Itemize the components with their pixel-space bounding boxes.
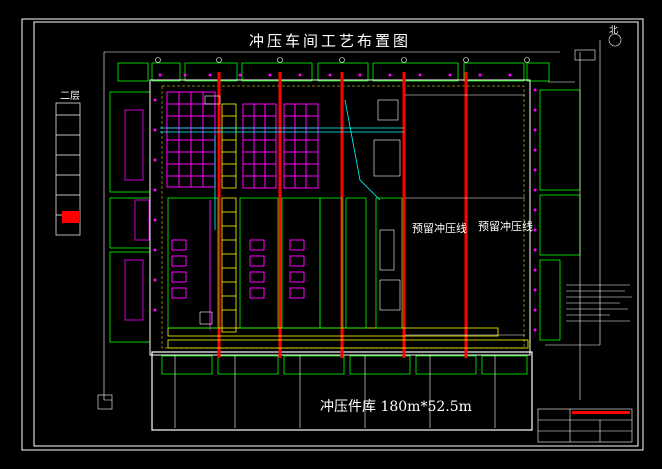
title-block-red-line	[572, 411, 630, 414]
drawing-title: 冲压车间工艺布置图	[248, 32, 411, 50]
notes-block	[566, 284, 632, 322]
gate-south	[97, 394, 113, 410]
second-floor-plan	[55, 102, 81, 236]
workshop-outline	[149, 79, 531, 356]
yellow-racks	[167, 103, 529, 349]
second-floor-highlight	[62, 211, 80, 223]
outer-frame	[21, 18, 644, 451]
road-lines	[103, 40, 601, 401]
press-line-magenta	[171, 200, 305, 330]
green-zones	[167, 197, 403, 329]
column-markers	[153, 73, 537, 332]
gate-north	[574, 49, 596, 61]
floor-label: 二层	[60, 91, 80, 102]
storage-grid-1	[166, 91, 216, 188]
warehouse-columns	[174, 355, 496, 428]
north-label: 北	[609, 26, 619, 36]
top-circle-markers	[155, 57, 530, 63]
warehouse-label: 冲压件库 180m*52.5m	[320, 399, 472, 415]
left-building-details	[124, 109, 150, 321]
inner-frame	[33, 21, 639, 447]
reserved-line-label-2: 预留冲压线	[478, 220, 533, 233]
warehouse-outline	[151, 351, 533, 431]
north-arrow	[608, 33, 622, 47]
cyan-lines	[160, 99, 404, 230]
red-column-lines	[217, 72, 468, 358]
equipment-details	[199, 94, 525, 336]
reserved-line-label-1: 预留冲压线	[412, 222, 467, 235]
storage-grid-2	[242, 103, 277, 189]
title-block	[537, 408, 633, 443]
storage-grid-3	[283, 103, 319, 189]
